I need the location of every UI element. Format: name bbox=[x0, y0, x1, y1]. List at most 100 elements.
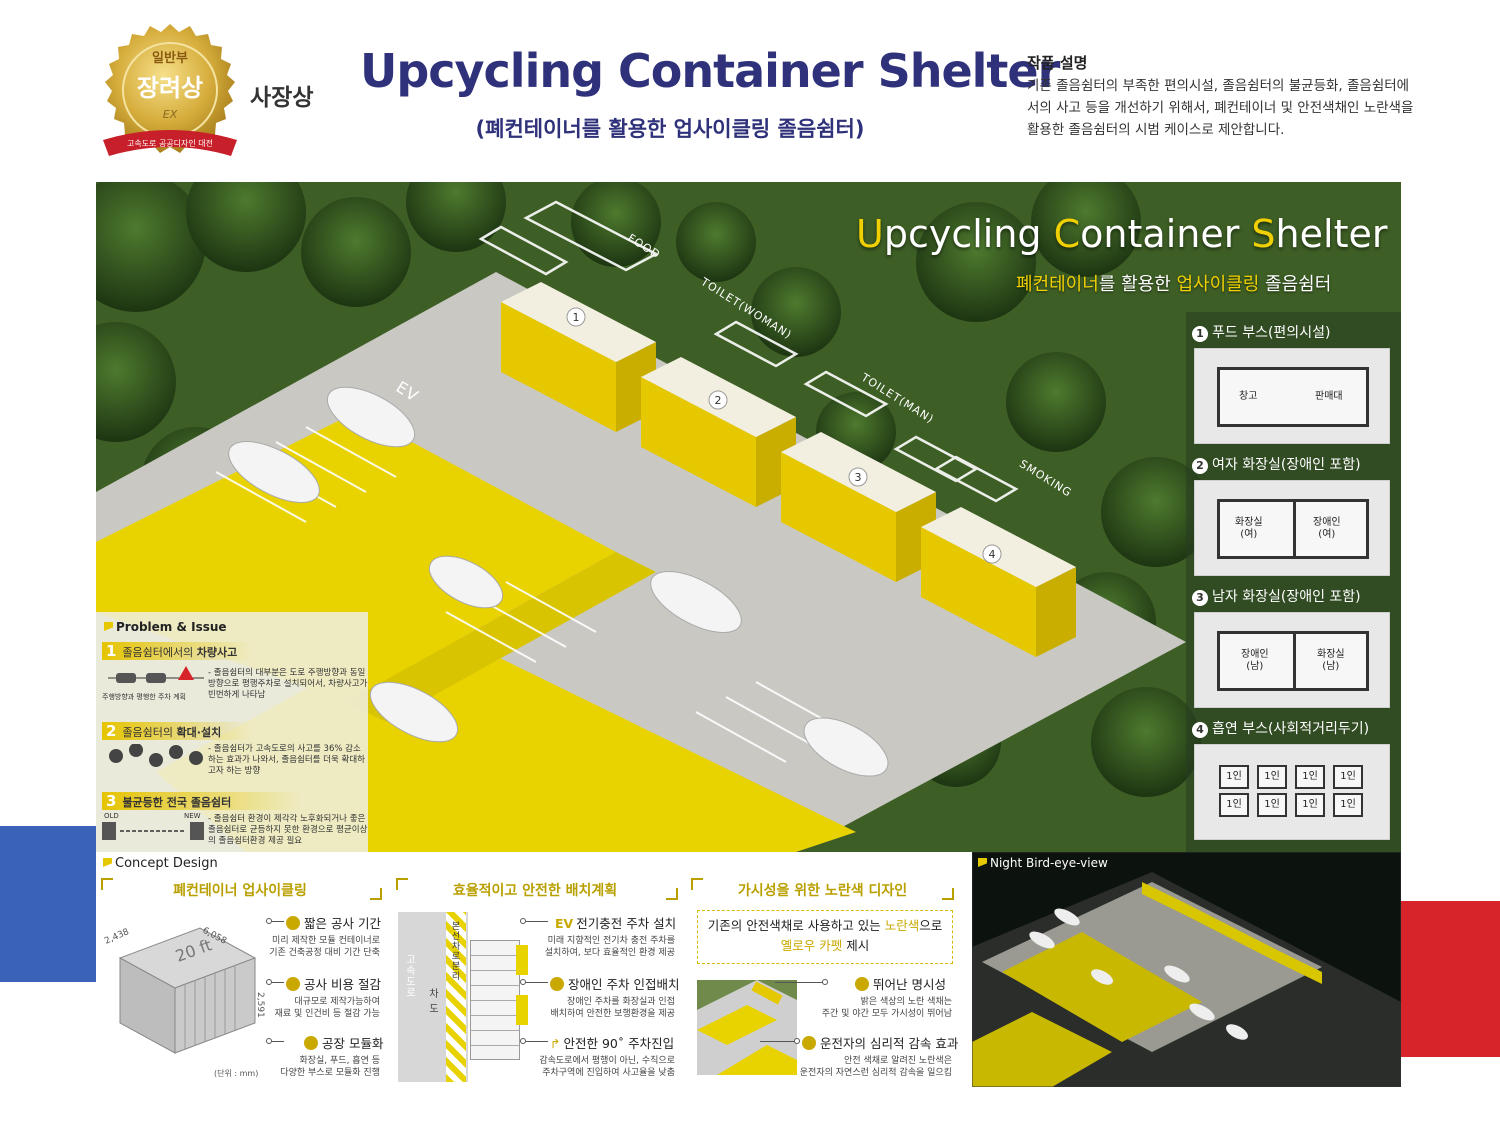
smoking-cell: 1인 bbox=[1257, 793, 1287, 817]
main-rendering-panel: 1 2 3 4 FOOD TOILET(WOMAN) TOILET(MAN) S… bbox=[96, 182, 1401, 852]
marker-2: 2 bbox=[715, 394, 722, 407]
corner-bracket bbox=[370, 888, 382, 900]
description-text: 기존 졸음쉼터의 부족한 편의시설, 졸음쉼터의 불균등화, 졸음쉼터에서의 사… bbox=[1027, 78, 1414, 138]
smoking-cell: 1인 bbox=[1333, 793, 1363, 817]
clock-icon bbox=[286, 916, 300, 930]
room-men-toilet: 화장실 (남) bbox=[1317, 649, 1345, 672]
location-pins-icon bbox=[109, 744, 203, 767]
corner-bracket bbox=[396, 878, 408, 890]
marker-4: 4 bbox=[989, 548, 996, 561]
panel-title: Upcycling Container Shelter bbox=[856, 212, 1388, 256]
feature-cost-saving: 공사 비용 절감 bbox=[286, 974, 381, 993]
container-block bbox=[516, 995, 528, 1025]
problem-1-text: - 졸음쉼터의 대부분은 도로 주행방향과 동일 방향으로 평행주차로 설치되어… bbox=[208, 668, 368, 700]
feature-modular-desc: 화장실, 푸드, 흡연 등 다양한 부스로 모듈화 진행 bbox=[280, 1056, 380, 1078]
container-20ft-drawing: 20 ft 2,438 6,058 2,591 bbox=[103, 926, 265, 1054]
room-women-toilet: 화장실 (여) bbox=[1235, 517, 1263, 540]
feature-visibility-desc: 밝은 색상의 노란 색채는 주간 및 야간 모두 가시성이 뛰어남 bbox=[821, 997, 952, 1019]
leader-line bbox=[526, 921, 548, 922]
problem-2-text: - 졸음쉼터가 고속도로의 사고를 36% 감소하는 효과가 나와서, 졸음쉼터… bbox=[208, 744, 365, 776]
feature-90-degree-entry: ↱안전한 90˚ 주차진입 bbox=[550, 1036, 675, 1051]
night-scene bbox=[972, 852, 1401, 1087]
room-storage: 창고 bbox=[1239, 391, 1258, 402]
smoking-cell: 1인 bbox=[1219, 793, 1249, 817]
women-plan: 화장실 (여) 장애인 (여) bbox=[1194, 480, 1390, 576]
flag-icon bbox=[978, 858, 987, 867]
mini-aerial-view bbox=[697, 980, 797, 1075]
smoking-plan: 1인 1인 1인 1인 1인 1인 1인 1인 bbox=[1194, 744, 1390, 840]
label-old: OLD bbox=[104, 812, 119, 820]
page-subtitle: (폐컨테이너를 활용한 업사이클링 졸음쉼터) bbox=[475, 117, 865, 141]
leader-line bbox=[272, 921, 284, 922]
leader-dot bbox=[266, 1038, 272, 1044]
room-counter: 판매대 bbox=[1315, 391, 1343, 402]
men-plan: 장애인 (남) 화장실 (남) bbox=[1194, 612, 1390, 708]
feature-accessible-parking-desc: 장애인 주차를 화장실과 인접 배치하여 안전한 보행환경을 제공 bbox=[550, 997, 675, 1019]
alert-icon bbox=[802, 1036, 816, 1050]
money-icon bbox=[286, 977, 300, 991]
feature-short-construction-desc: 미리 제작한 모듈 컨테이너로 기존 건축공정 대비 기간 단축 bbox=[269, 936, 380, 958]
marker-1: 1 bbox=[573, 311, 580, 324]
road-label-highway: 고속도로 bbox=[406, 955, 416, 999]
feature-accessible-parking: 장애인 주차 인접배치 bbox=[550, 974, 679, 993]
eye-icon bbox=[855, 977, 869, 991]
site-illustration: 1 2 3 4 bbox=[96, 182, 1401, 852]
feature-90-degree-entry-desc: 감속도로에서 평행이 아닌, 수직으로 주차구역에 진입하여 사고율을 낮춤 bbox=[539, 1056, 675, 1078]
night-bird-eye-view bbox=[972, 852, 1401, 1087]
turn-arrow-icon: ↱ bbox=[550, 1036, 561, 1051]
flag-icon bbox=[104, 622, 113, 631]
seal-main-text: 장려상 bbox=[137, 74, 203, 102]
leader-line bbox=[760, 1041, 795, 1042]
seal-top-text: 일반부 bbox=[152, 50, 188, 66]
food-plan: 창고 판매대 bbox=[1194, 348, 1390, 444]
col2-title: 효율적이고 안전한 배치계획 bbox=[452, 883, 618, 899]
page-title: Upcycling Container Shelter bbox=[360, 44, 1060, 98]
yellow-carpet-box: 기존의 안전색채로 사용하고 있는 노란색으로 옐로우 카펫 제시 bbox=[697, 910, 953, 964]
feature-deceleration-desc: 안전 색채로 알려진 노란색은 운전자의 자연스런 심리적 감속을 일으킴 bbox=[799, 1056, 952, 1078]
leader-dot bbox=[266, 979, 272, 985]
corner-bracket bbox=[101, 878, 113, 890]
dim-height: 2,591 bbox=[255, 992, 265, 1018]
panel-subtitle: 폐컨테이너를 활용한 업사이클링 졸음쉼터 bbox=[1016, 274, 1332, 295]
room-women-accessible: 장애인 (여) bbox=[1313, 517, 1341, 540]
feature-modular: 공장 모듈화 bbox=[304, 1033, 383, 1052]
seal-ribbon-text: 고속도로 공공디자인 대전 bbox=[127, 138, 213, 148]
leader-dot bbox=[520, 918, 526, 924]
award-label: 사장상 bbox=[250, 85, 314, 111]
smoking-cell: 1인 bbox=[1219, 765, 1249, 789]
feature-deceleration: 운전자의 심리적 감속 효과 bbox=[802, 1033, 958, 1052]
description-title: 작품 설명 bbox=[1027, 54, 1088, 72]
road-label-lane: 차도 bbox=[429, 989, 439, 1015]
wheelchair-icon bbox=[550, 977, 564, 991]
separator-stripe bbox=[446, 912, 466, 1082]
smoking-cell: 1인 bbox=[1333, 765, 1363, 789]
leader-line bbox=[272, 1041, 284, 1042]
side-red-bar bbox=[1400, 901, 1500, 1057]
seal-logo: EX bbox=[163, 108, 178, 121]
award-seal: 일반부 장려상 EX 고속도로 공공디자인 대전 bbox=[95, 22, 245, 172]
leader-line bbox=[526, 982, 548, 983]
corner-bracket bbox=[942, 888, 954, 900]
flag-icon bbox=[103, 858, 112, 867]
room-men-accessible: 장애인 (남) bbox=[1241, 649, 1269, 672]
smoking-cell: 1인 bbox=[1295, 793, 1325, 817]
night-view-heading: Night Bird-eye-view bbox=[978, 856, 1108, 870]
problem-3-text: - 졸음쉼터 환경이 제각각 노후화되거나 좋은 졸음쉼터로 균등하지 못한 환… bbox=[208, 814, 368, 846]
concept-heading: Concept Design bbox=[103, 856, 218, 871]
col1-title: 폐컨테이너 업사이클링 bbox=[173, 883, 307, 899]
side-blue-bar bbox=[0, 826, 96, 982]
old-new-arrow-icon bbox=[102, 822, 204, 840]
problem-heading: Problem & Issue bbox=[104, 620, 227, 634]
marker-3: 3 bbox=[855, 471, 862, 484]
leader-line bbox=[775, 982, 823, 983]
leader-line bbox=[272, 982, 284, 983]
problem-1-caption: 주행방향과 평행한 주차 계획 bbox=[102, 693, 186, 701]
feature-cost-saving-desc: 대규모로 제작가능하여 재료 및 인건비 등 절감 가능 bbox=[274, 997, 380, 1019]
road-label-separator: 본선차로분리 bbox=[451, 922, 461, 982]
container-block bbox=[516, 945, 528, 975]
